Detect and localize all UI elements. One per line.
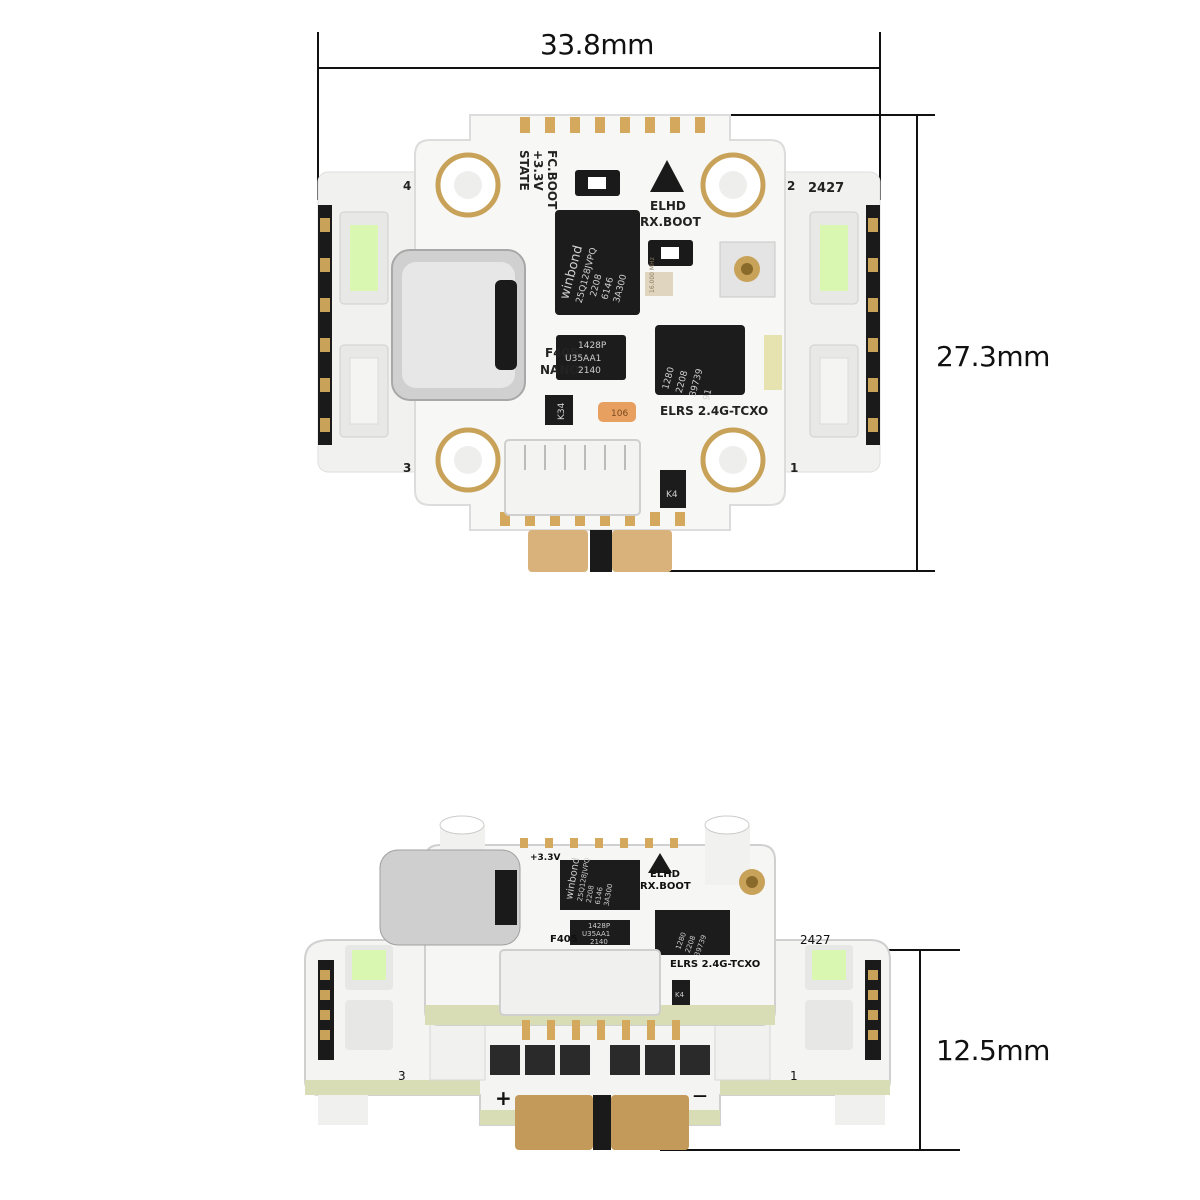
side-diode: K4 <box>675 991 685 999</box>
diode-k34: K34 <box>557 402 567 420</box>
label-elrs: ELRS 2.4G-TCXO <box>660 404 768 418</box>
ldo-mark-1: 1428P <box>578 341 607 351</box>
height-dimension-line <box>655 114 935 572</box>
side-view-stack: + — 3 1 2427 F405 ELHD RX.BOOT +3.3V ELR… <box>304 815 960 1151</box>
flash-chip <box>555 210 640 315</box>
side-pad-1: 1 <box>790 1069 798 1083</box>
diode-k4: K4 <box>666 490 678 500</box>
pad-number-3: 3 <box>403 461 411 475</box>
width-dimension-label: 33.8mm <box>540 28 654 61</box>
side-elhd: ELHD <box>650 869 680 880</box>
mounting-holes <box>435 152 766 493</box>
side-rx-boot: RX.BOOT <box>640 881 691 892</box>
cap-mark: 106 <box>611 409 628 419</box>
usb-c-port <box>391 249 526 401</box>
label-fc-boot: FC.BOOT <box>545 150 559 210</box>
rx-chip <box>655 325 745 395</box>
small-components <box>545 160 782 508</box>
label-rx-boot: RX.BOOT <box>640 215 702 229</box>
top-view-board: FC.BOOT +3.3V STATE ELHD RX.BOOT F405 NA… <box>317 32 935 572</box>
side-serial: 2427 <box>800 933 831 947</box>
flight-controller-board <box>414 114 786 572</box>
ldo-mark-3: 2140 <box>578 366 601 376</box>
side-flash-date: 2208 <box>585 885 596 904</box>
side-3v3: +3.3V <box>530 853 560 863</box>
side-minus-label: — <box>693 1088 707 1104</box>
label-serial: 2427 <box>808 181 844 196</box>
label-f405: F405 <box>545 346 578 360</box>
side-flash-lot: 6146 <box>594 886 605 905</box>
side-plus-label: + <box>495 1086 512 1110</box>
label-state: STATE <box>517 150 531 191</box>
pad-number-4: 4 <box>403 179 411 193</box>
ldo-chip <box>556 335 626 380</box>
side-flash-code: 3A300 <box>603 883 615 907</box>
side-f405: F405 <box>550 934 578 945</box>
side-leds <box>339 211 859 438</box>
ldo-mark-2: U35AA1 <box>565 354 601 364</box>
side-ldo-2: U35AA1 <box>582 930 610 938</box>
height-dimension-label: 27.3mm <box>936 340 1050 373</box>
pad-number-2: 2 <box>787 179 795 193</box>
crystal-mark: 16.000 MHz <box>649 257 656 293</box>
pad-number-1: 1 <box>790 461 798 475</box>
label-elhd: ELHD <box>650 199 686 213</box>
label-3v3: +3.3V <box>531 150 545 191</box>
fc-board-side <box>379 815 776 1040</box>
side-elrs: ELRS 2.4G-TCXO <box>670 959 760 970</box>
label-nano: NANO <box>540 363 580 377</box>
side-ldo-1: 1428P <box>588 922 610 930</box>
side-ldo-3: 2140 <box>590 938 608 946</box>
stack-height-dimension-label: 12.5mm <box>936 1034 1050 1067</box>
side-pad-3: 3 <box>398 1069 406 1083</box>
jst-connector <box>504 439 641 516</box>
rx-mark-4: 91 <box>702 388 715 402</box>
